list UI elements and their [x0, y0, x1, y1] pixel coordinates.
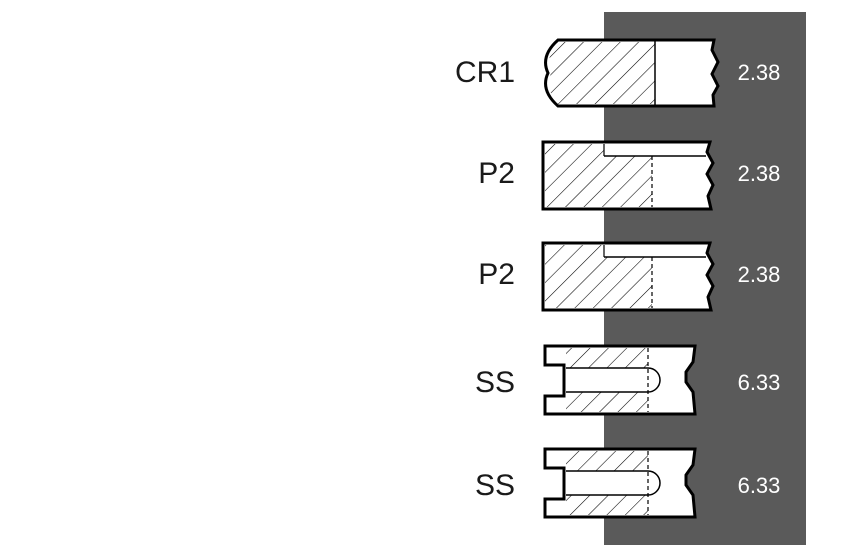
- ring-value-5: 6.33: [737, 473, 781, 498]
- ring-profile-cr1: [544, 38, 720, 108]
- ring-profile-p2-a: [541, 140, 715, 211]
- ring-profile-ss-b: [543, 447, 697, 519]
- ring-value-3: 2.38: [737, 262, 781, 287]
- ring-value-4: 6.33: [737, 370, 781, 395]
- ring-label-2: P2: [478, 157, 515, 190]
- ring-label-4: SS: [474, 366, 515, 399]
- ring-label-5: SS: [474, 469, 515, 502]
- ring-value-1: 2.38: [737, 60, 781, 85]
- ring-profile-p2-b: [541, 241, 715, 312]
- ring-value-2: 2.38: [737, 161, 781, 186]
- ring-label-1: CR1: [454, 56, 515, 89]
- ring-profile-ss-a: [543, 344, 697, 416]
- ring-label-3: P2: [478, 258, 515, 291]
